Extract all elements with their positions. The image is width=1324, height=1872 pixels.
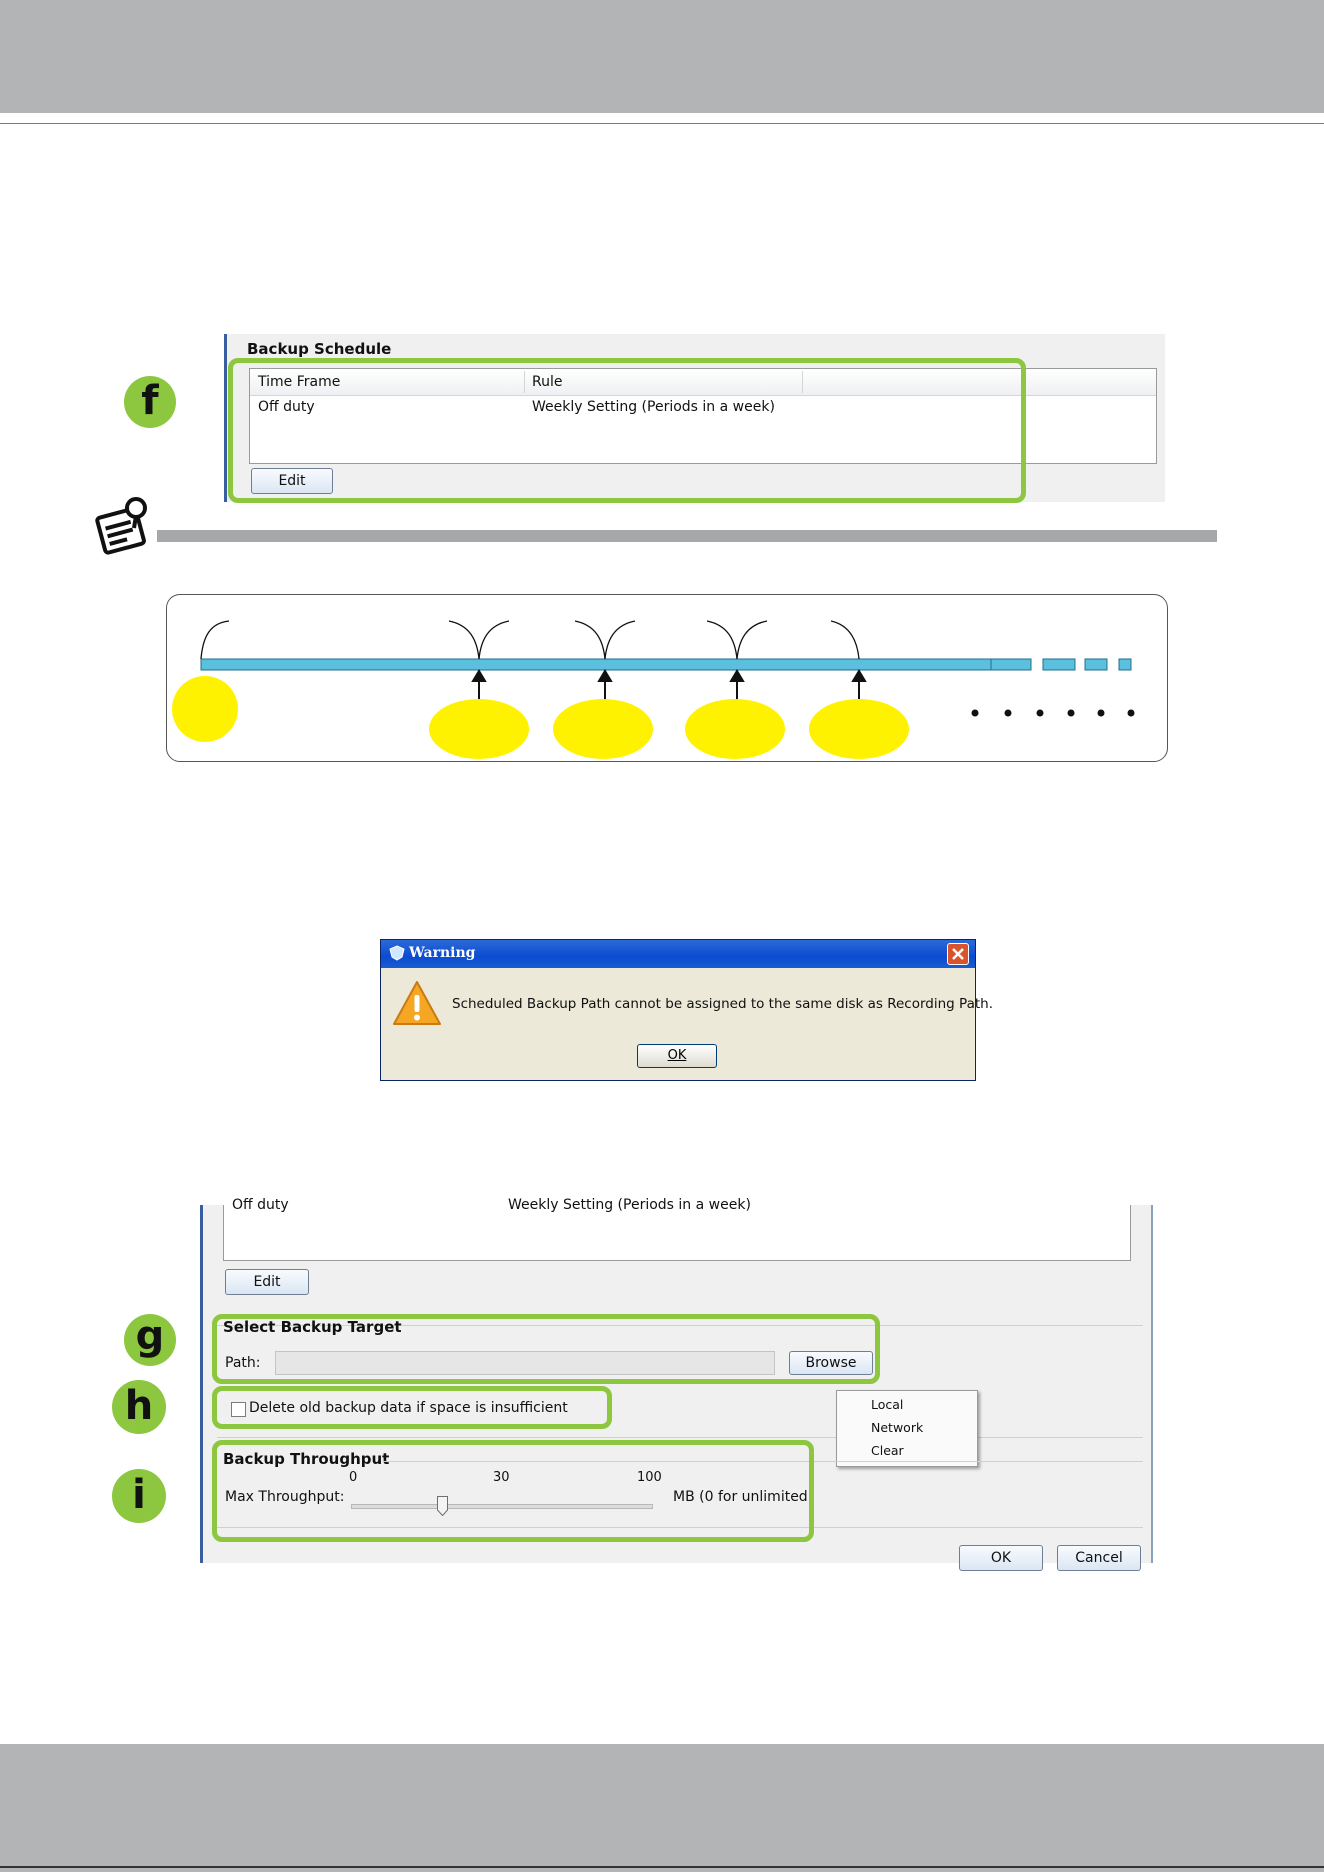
dialog-titlebar[interactable]: Warning [381,940,975,968]
badge-i: i [112,1469,166,1523]
row-time-frame: Off duty [258,399,315,415]
timeline-cusp [574,620,636,660]
highlight-frame-h [212,1386,612,1429]
row-rule: Weekly Setting (Periods in a week) [508,1197,751,1213]
timeline-segment [1042,658,1076,671]
path-label: Path: [225,1355,261,1371]
close-icon [952,948,964,960]
footer-divider [0,1866,1324,1868]
app-shield-icon [389,945,405,965]
schedule-table-partial: Off duty Weekly Setting (Periods in a we… [223,1197,1131,1261]
throughput-unit-label: MB (0 for unlimited) [673,1489,814,1505]
timeline-dot [1097,709,1105,717]
ok-button-label: OK [667,1048,687,1063]
section-divider [217,1437,1143,1438]
highlight-frame-g [212,1314,880,1384]
note-bar [157,530,1217,542]
backup-settings-panel: Off duty Weekly Setting (Periods in a we… [200,1197,1153,1571]
close-button[interactable] [947,943,969,965]
column-divider [524,371,525,393]
badge-f: f [124,376,176,428]
timeline-cusp [448,620,510,660]
tick-label-mid: 30 [493,1470,510,1485]
ok-button[interactable]: OK [959,1545,1043,1571]
max-throughput-label: Max Throughput: [225,1489,345,1505]
page-header-bar [0,0,1324,113]
tick-label-max: 100 [637,1470,662,1485]
timeline-start-curve [200,620,230,660]
note-icon [92,494,154,556]
browse-menu: Local Network Clear [836,1390,978,1467]
ok-button[interactable]: OK [637,1044,717,1068]
column-time-frame[interactable]: Time Frame [258,374,341,390]
timeline-diagram [166,594,1168,762]
section-divider [217,1527,1143,1528]
page-footer-bar [0,1744,1324,1872]
menu-item-network[interactable]: Network [871,1420,924,1435]
badge-h-letter: h [124,1383,154,1429]
schedule-table-header: Time Frame Rule [250,369,1156,396]
select-backup-target-title: Select Backup Target [223,1318,402,1336]
timeline-bar [200,658,1032,671]
timeline-segment [1118,658,1132,671]
row-time-frame: Off duty [232,1197,289,1213]
timeline-marker [553,699,653,759]
section-divider [383,1461,1143,1462]
timeline-dot [971,709,979,717]
badge-f-letter: f [141,378,159,424]
timeline-cusp [706,620,768,660]
column-divider [802,371,803,393]
timeline-start-marker [172,676,238,742]
schedule-table: Time Frame Rule Off duty Weekly Setting … [249,368,1157,464]
timeline-marker [809,699,909,759]
badge-g-letter: g [135,1313,165,1359]
path-input[interactable] [275,1351,775,1375]
timeline-marker [429,699,529,759]
highlight-frame-i [212,1440,814,1542]
warning-icon [391,978,443,1034]
timeline-dot [1036,709,1044,717]
timeline-marker [685,699,785,759]
menu-item-local[interactable]: Local [871,1397,904,1412]
throughput-slider-thumb[interactable] [437,1496,448,1517]
section-divider [217,1325,1143,1326]
menu-item-clear[interactable]: Clear [871,1443,904,1458]
backup-schedule-title: Backup Schedule [247,340,392,358]
warning-dialog: Warning Scheduled Backup Path cannot be … [380,939,993,1081]
tick-label-min: 0 [349,1470,358,1485]
delete-old-checkbox[interactable] [231,1402,246,1417]
highlight-frame-f [228,358,1026,503]
row-rule: Weekly Setting (Periods in a week) [532,399,775,415]
badge-h: h [112,1380,166,1434]
timeline-dot [1004,709,1012,717]
throughput-slider-track[interactable] [351,1504,653,1509]
column-rule[interactable]: Rule [532,374,563,390]
table-row[interactable]: Off duty Weekly Setting (Periods in a we… [250,397,1156,421]
backup-throughput-title: Backup Throughput [223,1450,390,1468]
timeline-dot [1067,709,1075,717]
edit-button[interactable]: Edit [225,1269,309,1295]
timeline-end-curve [830,620,860,660]
dialog-message: Scheduled Backup Path cannot be assigned… [452,996,993,1012]
header-divider [0,123,1324,124]
edit-button[interactable]: Edit [251,468,333,494]
badge-g: g [124,1314,176,1366]
badge-i-letter: i [132,1472,146,1518]
browse-button[interactable]: Browse [789,1351,873,1375]
timeline-dot [1127,709,1135,717]
cancel-button[interactable]: Cancel [1057,1545,1141,1571]
dialog-title: Warning [409,945,476,961]
timeline-segment [1084,658,1108,671]
delete-old-label[interactable]: Delete old backup data if space is insuf… [249,1400,568,1416]
